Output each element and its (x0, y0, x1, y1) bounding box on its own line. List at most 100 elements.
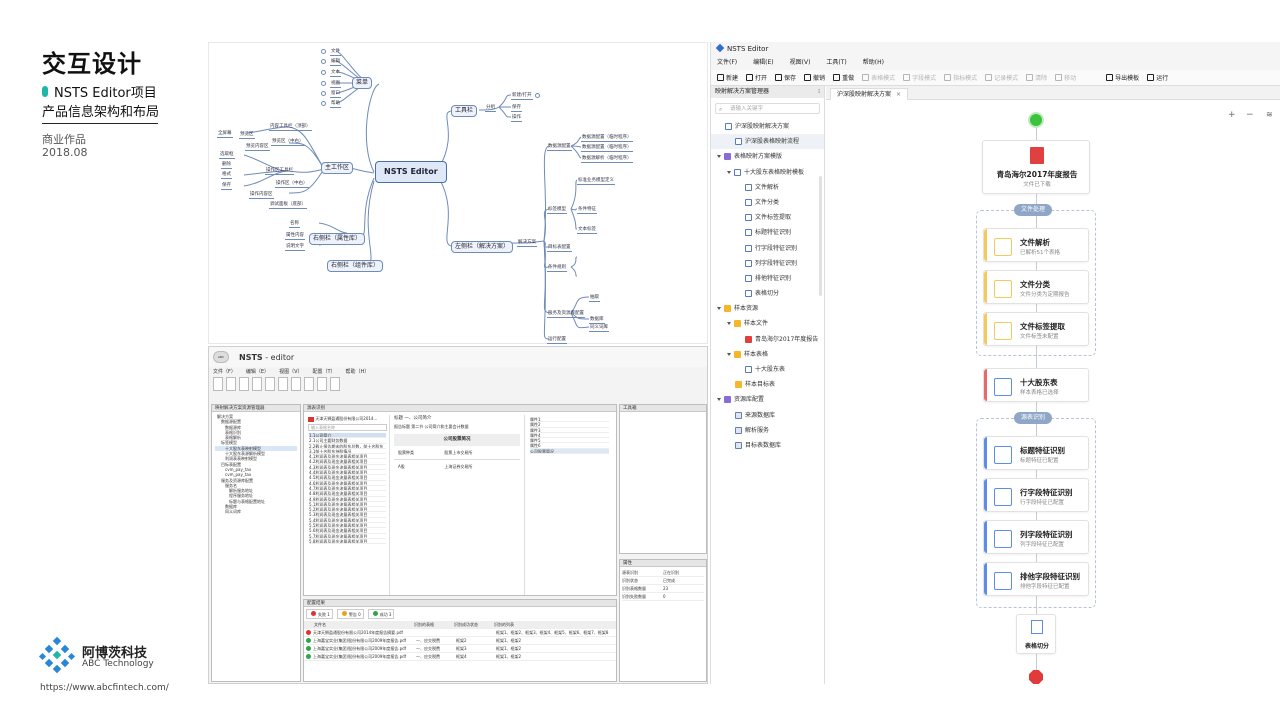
field-icon[interactable] (304, 377, 314, 391)
new-button[interactable]: 新建 (717, 73, 738, 82)
flow-step-file-classify[interactable]: 文件分类 文件分类为定期报告 (983, 270, 1089, 304)
zoom-in-icon[interactable]: + (1228, 110, 1236, 120)
redo-button[interactable]: 重做 (833, 73, 854, 82)
list-item[interactable]: 属性6 (530, 443, 609, 449)
save-icon[interactable] (239, 377, 249, 391)
list-item[interactable]: 3.1前十名股东持股情况 (309, 449, 386, 455)
legacy-menu-item[interactable]: 帮助（H） (345, 369, 370, 375)
tree-item[interactable]: 表格识别 (225, 429, 241, 435)
list-item[interactable]: 4.8利润表及现金流量表相关项目 (309, 491, 386, 497)
flow-canvas[interactable]: + − ≋ 青岛海尔2017年度报告 文件已下载 文件处理 文件解析 已解析51… (826, 100, 1280, 684)
tree-item[interactable]: 解析服务地址 (229, 488, 253, 494)
list-item[interactable]: 4.3利润表及现金流量表相关项目 (309, 465, 386, 471)
tree-item[interactable]: 样本目标表 (711, 377, 824, 392)
list-item[interactable]: 4.9利润表及现金流量表相关项目 (309, 497, 386, 502)
list-item[interactable]: 2.2截止报告期末的股东总数，前十名股东 (309, 444, 386, 449)
list-item[interactable]: 4.1利润表及现金流量表相关项目 (309, 454, 386, 460)
tree-item[interactable]: 解决方案 (217, 414, 233, 419)
list-item[interactable]: 4.2利润表及现金流量表相关项目 (309, 459, 386, 465)
tree-item[interactable]: 样本表格 (711, 347, 824, 362)
tree-item[interactable]: 同义词库 (225, 509, 241, 515)
tree-item[interactable]: 标题特征识别 (711, 225, 824, 240)
undo-button[interactable]: 撤销 (804, 73, 825, 82)
more-icon[interactable]: ⁝ (818, 88, 820, 95)
tree-item[interactable]: 数据源配置 (221, 419, 241, 425)
tree-item[interactable]: 来源数据库 (711, 408, 824, 423)
filter-success-button[interactable]: 成功 3 (367, 609, 395, 619)
flow-step-exclusive-feature[interactable]: 排他字段特征识别 排他字段特征已配置 (983, 562, 1089, 596)
list-item[interactable]: 属性4 (530, 433, 609, 439)
list-item[interactable]: 5.4利润表及现金流量表相关项目 (309, 518, 386, 524)
tree-item[interactable]: 文件解析 (711, 180, 824, 195)
tree-item[interactable]: 十大股东表 (711, 362, 824, 377)
sidebar-scrollbar[interactable] (819, 176, 822, 296)
open-icon[interactable] (226, 377, 236, 391)
tree-item[interactable]: 目标表配置 (221, 461, 241, 467)
company-url[interactable]: https://www.abcfintech.com/ (40, 683, 169, 693)
flow-step-file-parse[interactable]: 文件解析 已解析51个表格 (983, 228, 1089, 262)
legacy-menu-item[interactable]: 视图（V） (279, 369, 303, 375)
list-item[interactable]: 5.1利润表及现金流量表相关项目 (309, 502, 386, 508)
expand-arrow-icon[interactable] (717, 398, 721, 402)
list-item[interactable]: 5.7利润表及现金流量表相关项目 (309, 534, 386, 539)
list-item[interactable]: 5.2利润表及现金流量表相关项目 (309, 507, 386, 513)
tree-item[interactable]: 表格映射方案模版 (711, 149, 824, 164)
list-item[interactable]: 属性5 (530, 438, 609, 444)
close-icon[interactable]: × (895, 91, 901, 98)
menu-tools[interactable]: 工具(T) (826, 59, 847, 66)
list-item[interactable]: 4.7利润表及现金流量表相关项目 (309, 486, 386, 492)
tree-item[interactable]: 资源库配置 (711, 392, 824, 407)
tree-item[interactable]: 样本资源 (711, 301, 824, 316)
expand-arrow-icon[interactable] (717, 155, 721, 159)
sidebar-search-input[interactable]: ⌕ 请输入关键字 (715, 103, 820, 114)
list-item[interactable]: 4.6利润表及现金流量表相关项目 (309, 481, 386, 486)
expand-dot-icon[interactable] (321, 91, 326, 96)
tree-item[interactable]: 沪深股映射解决方案 (711, 119, 824, 134)
flow-step-table-split[interactable]: 表格切分 (1016, 614, 1056, 654)
tree-item[interactable]: 目标表数据库 (711, 438, 824, 453)
tree-item[interactable]: 服务名 (225, 482, 237, 488)
run-icon[interactable] (317, 377, 327, 391)
legacy-menu-item[interactable]: 文件（F） (213, 369, 236, 375)
legacy-menu-item[interactable]: 编辑（E） (245, 369, 270, 375)
redo-icon[interactable] (278, 377, 288, 391)
tree-item[interactable]: 十大股东表映射模型 (215, 445, 297, 452)
table-icon[interactable] (291, 377, 301, 391)
open-button[interactable]: 打开 (746, 73, 767, 82)
flow-start-node[interactable] (1028, 112, 1044, 128)
expand-arrow-icon[interactable] (717, 307, 721, 311)
expand-dot-icon[interactable] (321, 81, 326, 86)
record-mode-button[interactable]: 记录模式 (985, 73, 1018, 82)
source-search-input[interactable]: 输入表格名称 (308, 424, 387, 431)
run-button[interactable]: 运行 (1147, 73, 1168, 82)
tree-item[interactable]: 标题与表格配置地址 (229, 498, 265, 504)
legacy-menu-item[interactable]: 配置（T） (312, 369, 336, 375)
expand-arrow-icon[interactable] (727, 352, 731, 356)
expand-dot-icon[interactable] (321, 59, 326, 64)
debug-icon[interactable] (330, 377, 340, 391)
move-button[interactable]: 移动 (1055, 73, 1076, 82)
table-mode-button[interactable]: 表格模式 (862, 73, 895, 82)
tree-item[interactable]: 行字段特征识别 (711, 241, 824, 256)
tree-item[interactable]: cvm_pay_tax (225, 466, 252, 472)
list-item[interactable]: 4.4利润表及现金流量表相关项目 (309, 470, 386, 476)
list-item[interactable]: 属性2 (530, 422, 609, 428)
table-row[interactable]: 天津天狮盈通股份有限公司2014年度报告摘要.pdf 框架1、框架2、框架3、框… (304, 629, 616, 637)
tree-item[interactable]: 样本文件 (711, 316, 824, 331)
filter-failed-button[interactable]: 失败 1 (306, 609, 333, 619)
tree-item[interactable]: 利润表表映射模型 (225, 456, 257, 462)
list-item[interactable]: 属性1 (530, 417, 609, 423)
clear-button[interactable]: 清除 (1026, 73, 1047, 82)
layers-icon[interactable]: ≋ (1266, 110, 1273, 119)
expand-arrow-icon[interactable] (727, 170, 731, 174)
flow-end-node[interactable] (1029, 670, 1043, 684)
expand-dot-icon[interactable] (535, 93, 540, 98)
list-item[interactable]: 5.5利润表及现金流量表相关项目 (309, 523, 386, 529)
table-row[interactable]: 上海嘉宝实业(集团)股份有限公司2009年度报告.pdf 一、应交税费 框架3 … (304, 645, 616, 653)
export-template-button[interactable]: 导出模板 (1106, 73, 1139, 82)
flow-step-file-tag[interactable]: 文件标签提取 文件标签未配置 (983, 312, 1089, 346)
list-item[interactable]: 属性3 (530, 428, 609, 433)
list-item[interactable]: 公司股票简况 (530, 448, 609, 455)
table-row[interactable]: 上海嘉宝实业(集团)股份有限公司2009年度报告.pdf 一、应交税费 框架2 … (304, 637, 616, 645)
list-item[interactable]: 4.5利润表及现金流量表相关项目 (309, 475, 386, 481)
